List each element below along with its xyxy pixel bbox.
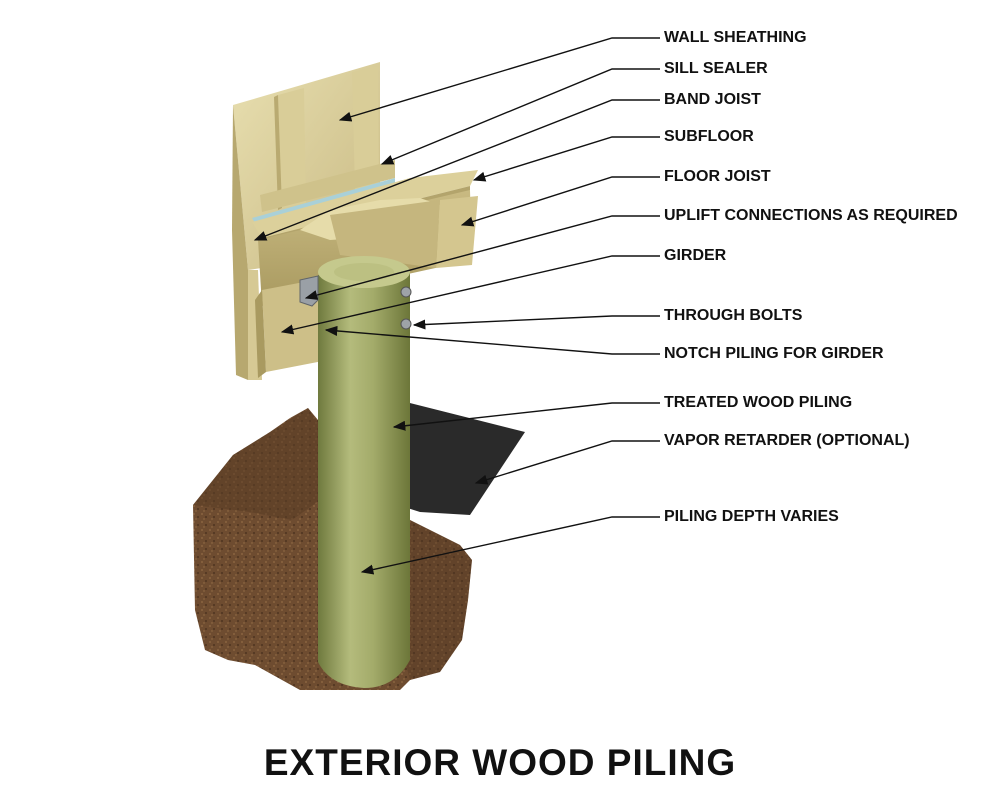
label-vapor: VAPOR RETARDER (OPTIONAL) — [664, 432, 910, 449]
leader-vapor — [474, 440, 660, 485]
wood-piling — [318, 256, 410, 688]
label-wall-sheathing: WALL SHEATHING — [664, 29, 807, 46]
leader-girder — [280, 255, 660, 335]
uplift-connector — [299, 275, 319, 307]
leader-notch — [324, 325, 660, 355]
leader-sill-sealer — [380, 68, 660, 165]
label-uplift: UPLIFT CONNECTIONS AS REQUIRED — [664, 207, 958, 224]
through-bolts — [400, 286, 412, 330]
label-girder: GIRDER — [664, 247, 727, 264]
floor-joist — [330, 196, 478, 268]
label-depth: PILING DEPTH VARIES — [664, 508, 839, 525]
leader-lines — [253, 37, 660, 575]
label-through-bolts: THROUGH BOLTS — [664, 307, 803, 324]
label-treated-piling: TREATED WOOD PILING — [664, 394, 853, 411]
leader-wall-sheathing — [338, 37, 660, 122]
leader-through-bolts — [412, 315, 660, 330]
diagram-title: EXTERIOR WOOD PILING — [263, 742, 737, 783]
leader-treated-piling — [392, 402, 660, 431]
label-band-joist: BAND JOIST — [664, 91, 761, 108]
leader-floor-joist — [460, 176, 660, 227]
wall-studs — [260, 66, 395, 212]
vapor-retarder-sheet — [398, 400, 525, 515]
label-notch: NOTCH PILING FOR GIRDER — [664, 345, 884, 362]
label-sill-sealer: SILL SEALER — [664, 60, 768, 77]
label-subfloor: SUBFLOOR — [664, 128, 754, 145]
label-floor-joist: FLOOR JOIST — [664, 168, 771, 185]
leader-uplift — [304, 215, 660, 300]
leader-depth — [360, 516, 660, 575]
leader-subfloor — [472, 136, 660, 182]
leader-band-joist — [253, 99, 660, 241]
